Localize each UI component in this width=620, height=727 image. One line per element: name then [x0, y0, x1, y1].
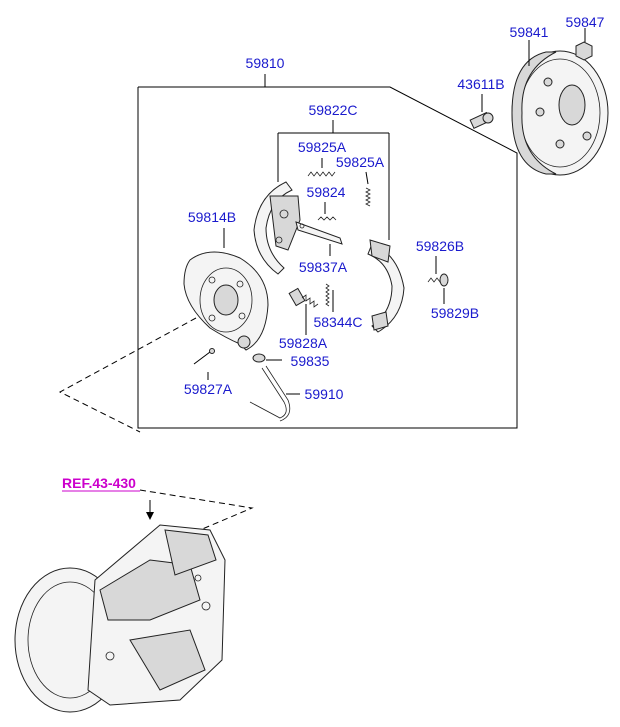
spring-59824 [317, 202, 337, 221]
shoe-kit-bracket [277, 120, 390, 240]
pin-bolt-59827a [193, 348, 215, 380]
spring-59825a-upper [307, 158, 336, 177]
label-59835: 59835 [291, 353, 330, 369]
ref-label[interactable]: REF.43-430 [62, 475, 136, 491]
brake-shoe-right [367, 239, 405, 333]
label-59828a: 59828A [279, 335, 328, 351]
label-59814b: 59814B [188, 209, 236, 225]
label-58344c: 58344C [313, 314, 362, 330]
label-59837a: 59837A [299, 259, 348, 275]
clip-59835 [252, 353, 282, 363]
cable-59910 [249, 365, 300, 422]
label-59825a-right: 59825A [336, 154, 385, 170]
assembly-frame [137, 74, 518, 429]
washer-59829b [439, 273, 449, 304]
part-labels: 59810 59841 59847 43611B 59822C 59825A 5… [184, 14, 605, 402]
label-59825a-upper: 59825A [298, 139, 347, 155]
spring-58344c [325, 283, 334, 312]
label-59847: 59847 [566, 14, 605, 30]
brake-drum [511, 50, 609, 176]
label-59822c: 59822C [308, 102, 357, 118]
label-59826b: 59826B [416, 238, 464, 254]
label-59810: 59810 [246, 55, 285, 71]
brake-shoe-left [253, 181, 301, 275]
label-59824: 59824 [307, 184, 346, 200]
label-59910: 59910 [305, 386, 344, 402]
drum-nut [575, 28, 593, 61]
transmission-case [14, 500, 226, 713]
spring-59825a-right [365, 171, 371, 207]
adjuster-59828a [288, 287, 319, 335]
reference-dashed-lines [58, 317, 254, 531]
label-43611b: 43611B [457, 76, 504, 92]
drum-bolt [469, 94, 494, 129]
label-59829b: 59829B [431, 305, 479, 321]
backing-plate [183, 228, 269, 351]
lever-59837a [295, 221, 343, 256]
ref-link[interactable]: REF.43-430 [62, 475, 140, 492]
label-59827a: 59827A [184, 381, 233, 397]
label-59841: 59841 [510, 24, 549, 40]
